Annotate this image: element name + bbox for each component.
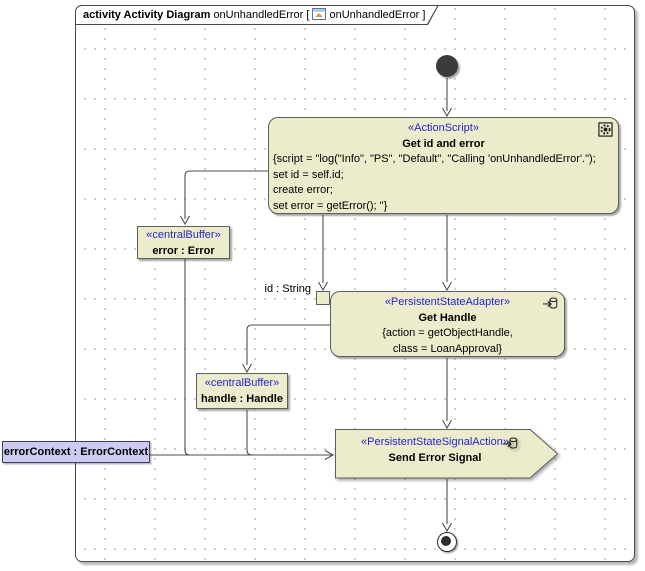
actionscript-stereotype: «ActionScript» [408,122,479,134]
arrowhead [318,281,328,292]
pin-label-id[interactable]: id : String [264,283,311,295]
gethandle-body-line: {action = getObjectHandle, [382,327,513,339]
actionscript-body-line: set id = self.id; [273,168,344,181]
actionscript-body-line: create error; [273,184,333,196]
gethandle-stereotype: «PersistentStateAdapter» [384,296,511,308]
gethandle-node[interactable]: «PersistentStateAdapter» Get Handle {act… [330,291,565,357]
final-node-dot [441,536,452,547]
edge-gethandle-to-handlebuffer[interactable] [246,324,330,365]
sendsignal-name: Send Error Signal [388,451,482,464]
actionscript-name: Get id and error [402,137,485,150]
adapter-icon [502,436,519,453]
arrowhead [442,522,452,533]
gethandle-name: Get Handle [418,311,477,324]
error-buffer-stereotype: «centralBuffer» [146,229,221,241]
parameter-node-errorcontext[interactable]: errorContext : ErrorContext [2,441,150,463]
handle-buffer-stereotype: «centralBuffer» [204,377,280,389]
adapter-icon [542,296,559,316]
frame-title-keyword: activity Activity Diagram [83,9,211,21]
arrowhead [324,450,335,460]
signal-shape [335,429,559,479]
actionscript-node[interactable]: «ActionScript» Get id and error {script … [268,117,619,214]
error-buffer-name: error : Error [152,244,215,257]
input-pin-id[interactable] [316,291,330,305]
frame-title: activity Activity Diagram onUnhandledErr… [76,6,437,24]
edge-errorbuffer-to-sendsignal[interactable] [184,259,191,456]
sendsignal-node[interactable]: «PersistentStateSignalAction» Send Error… [335,429,559,479]
activity-frame [75,5,635,562]
actionscript-body-line: set error = getError(); "} [273,199,388,212]
arrowhead [442,281,452,292]
actionscript-body-line: {script = "log("Info", "PS", "Default", … [273,153,596,165]
activity-final-node[interactable] [437,532,457,552]
arrowhead [242,363,252,374]
frame-title-ref: onUnhandledError ] [329,9,426,21]
arrowhead [442,107,452,118]
edge-handlebuffer-to-sendsignal[interactable] [246,410,253,456]
handle-buffer-name: handle : Handle [201,392,283,405]
activity-diagram-icon [312,8,326,26]
gethandle-body-line: class = LoanApproval} [392,342,503,355]
initial-node[interactable] [436,55,458,77]
central-buffer-handle[interactable]: «centralBuffer» handle : Handle [196,373,288,409]
arrowhead [180,215,190,226]
sendsignal-stereotype: «PersistentStateSignalAction» [361,436,509,448]
central-buffer-error[interactable]: «centralBuffer» error : Error [137,226,230,259]
gear-icon [598,122,613,143]
arrowhead [442,419,452,430]
edge-actionscript-to-errorbuffer[interactable] [184,170,268,219]
frame-title-name: onUnhandledError [ [213,9,310,21]
frame-title-tab[interactable]: activity Activity Diagram onUnhandledErr… [75,5,439,25]
